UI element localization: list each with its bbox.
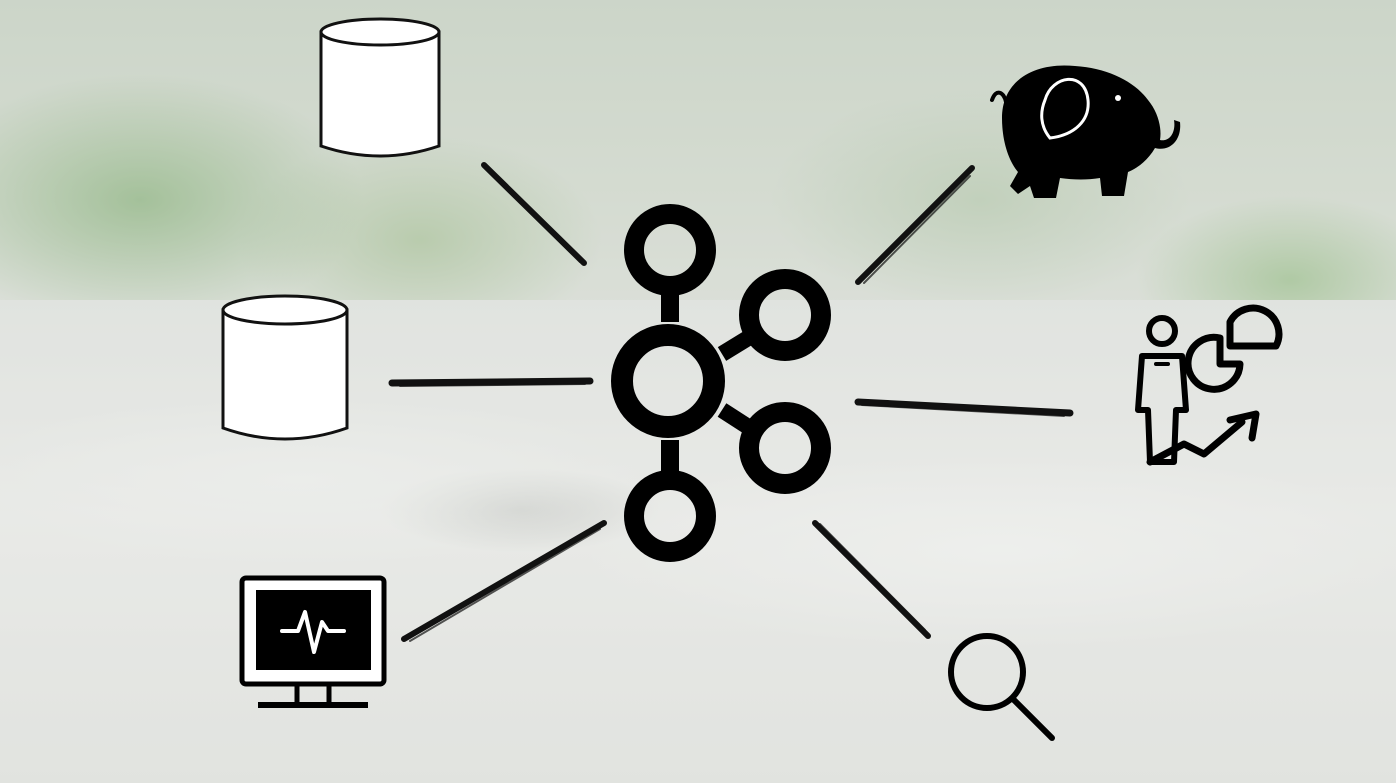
database-cylinder-icon — [221, 294, 349, 441]
database-cylinder-icon — [319, 17, 441, 158]
hub-top-node — [624, 204, 716, 296]
connector-hub-to-hadoop — [855, 165, 975, 285]
hadoop-elephant-icon — [990, 65, 1181, 198]
monitor-heartbeat-icon — [239, 575, 387, 708]
hub-upper-right-node — [739, 269, 831, 361]
connector-hub-to-analytics — [854, 398, 1074, 417]
hub-lower-right-node — [739, 402, 831, 494]
connector-db1-to-hub — [481, 162, 587, 266]
hub-bottom-node — [624, 470, 716, 562]
connector-monitor-to-hub — [401, 520, 607, 642]
connector-hub-to-search — [812, 520, 931, 639]
connectors — [388, 162, 1074, 642]
connector-db2-to-hub — [388, 377, 594, 387]
kafka-hub-icon — [611, 204, 831, 562]
hub-center-node — [611, 324, 725, 438]
analytics-person-chart-icon — [1135, 304, 1283, 466]
search-magnifier-icon — [948, 633, 1055, 741]
